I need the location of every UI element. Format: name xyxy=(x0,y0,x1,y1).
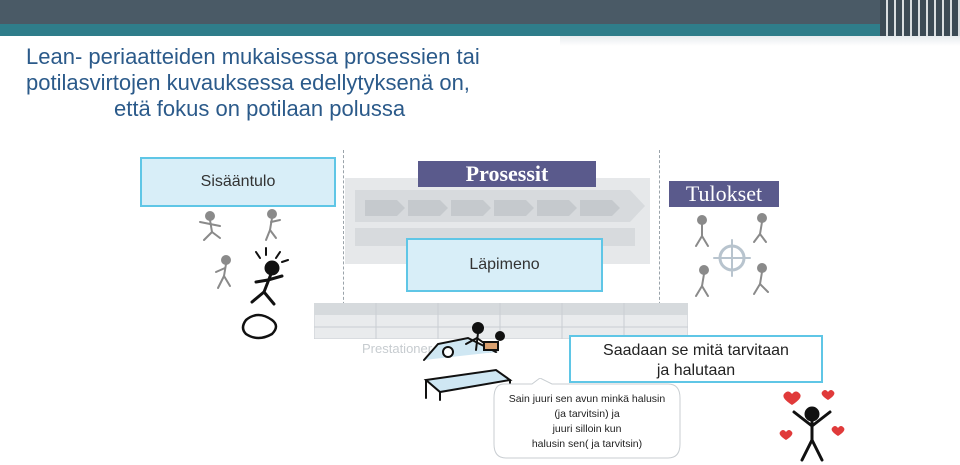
speech-line-1: Sain juuri sen avun minkä halusin xyxy=(508,393,666,405)
title-line-3: että fokus on potilaan polussa xyxy=(114,96,406,121)
process-label: Prosessit xyxy=(418,161,596,187)
happy-person-illustration xyxy=(779,390,845,462)
top-right-pattern xyxy=(880,0,960,36)
speech-line-3: juuri silloin kun xyxy=(552,423,622,435)
input-people-illustration xyxy=(199,209,281,289)
separator-left xyxy=(343,150,344,310)
slide-title: Lean- periaatteiden mukaisessa prosessie… xyxy=(26,44,556,122)
input-label: Sisääntulo xyxy=(200,173,276,190)
callout-line-2: ja halutaan xyxy=(656,362,736,379)
speech-text: Sain juuri sen avun minkä halusin (ja ta… xyxy=(492,392,682,452)
input-box: Sisääntulo xyxy=(140,157,336,207)
speech-bubble xyxy=(493,378,681,459)
throughput-label: Läpimeno xyxy=(469,256,540,273)
speech-line-2: (ja tarvitsin) ja xyxy=(554,408,620,420)
top-decoration-bar xyxy=(0,0,960,46)
top-teal-stripe xyxy=(0,24,900,36)
patient-bed-illustration xyxy=(423,322,513,401)
top-shade xyxy=(560,36,960,46)
title-line-2: potilasvirtojen kuvauksessa edellytyksen… xyxy=(26,70,470,95)
heart-icon xyxy=(779,390,845,440)
process-arrow-band xyxy=(345,178,650,264)
separator-right xyxy=(659,150,660,310)
output-label: Tulokset xyxy=(669,181,779,207)
result-callout: Saadaan se mitä tarvitaan ja halutaan xyxy=(569,335,823,383)
title-line-1: Lean- periaatteiden mukaisessa prosessie… xyxy=(26,44,480,69)
speech-line-4: halusin sen( ja tarvitsin) xyxy=(531,438,643,450)
output-people-illustration xyxy=(695,213,769,297)
throughput-box: Läpimeno xyxy=(406,238,603,292)
callout-line-1: Saadaan se mitä tarvitaan xyxy=(603,342,789,359)
stressed-person-illustration xyxy=(241,247,289,340)
